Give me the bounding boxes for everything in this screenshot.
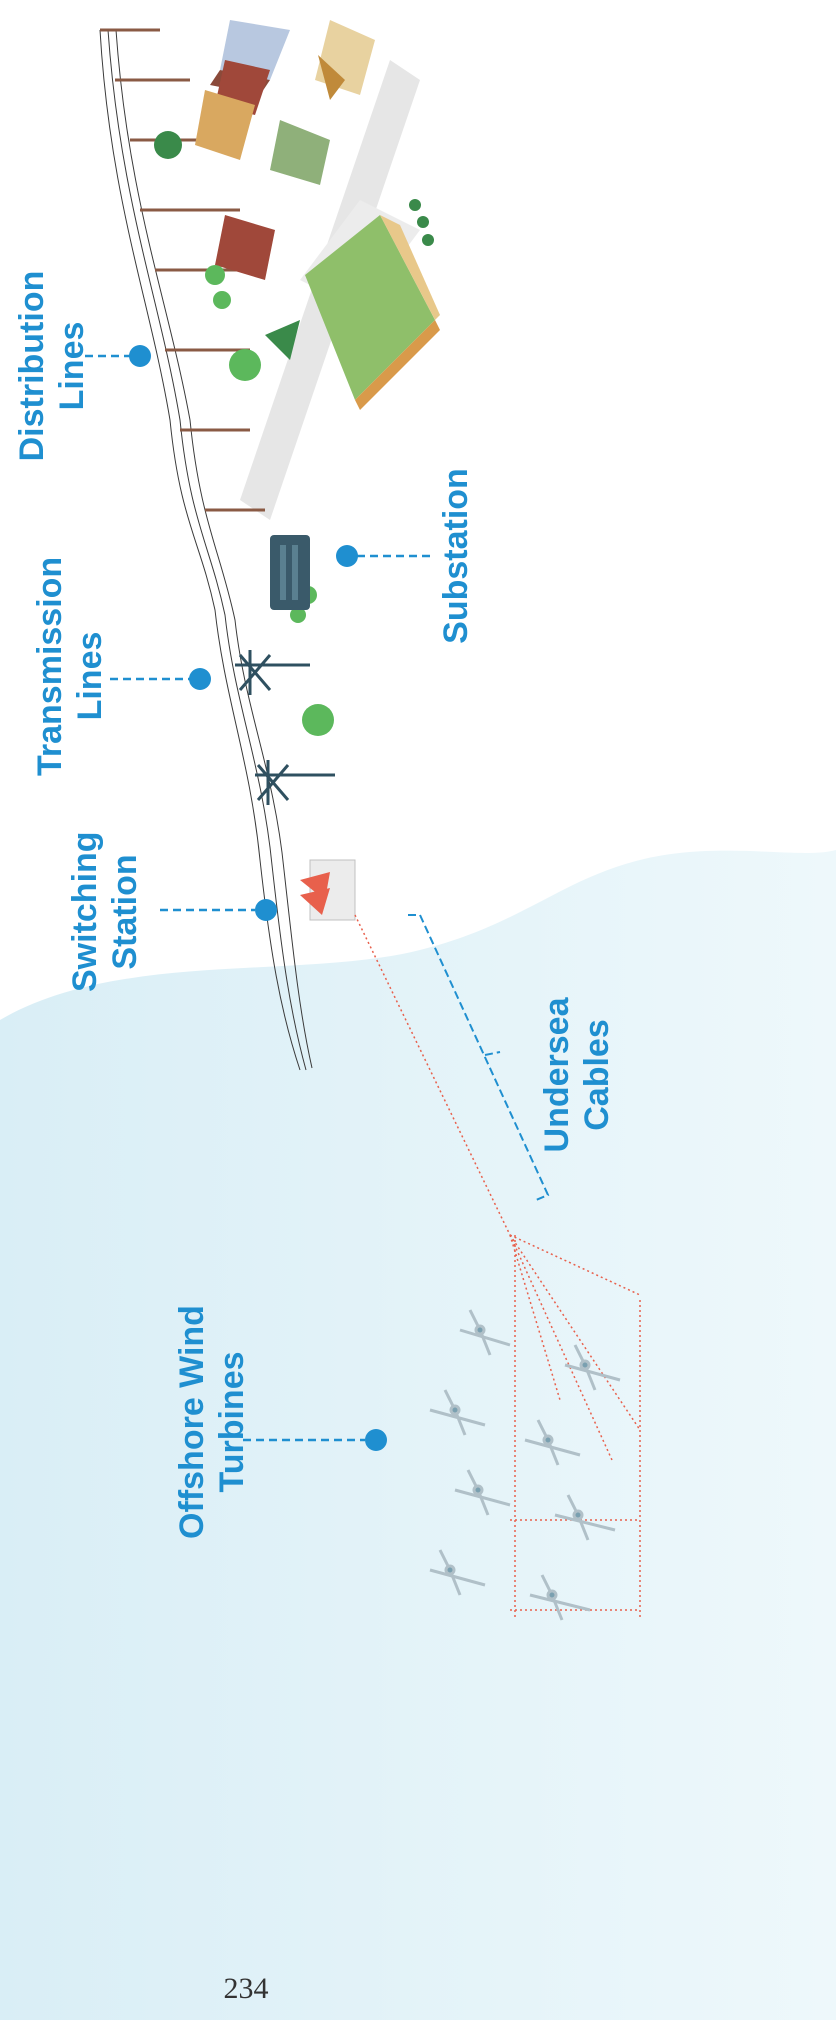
tree-icon <box>229 349 261 381</box>
house-icon <box>195 90 255 160</box>
transmission-towers <box>235 650 335 805</box>
tree-icon <box>265 320 300 360</box>
houses <box>195 20 375 280</box>
factory-icon <box>305 199 440 410</box>
tree-icon <box>154 131 182 159</box>
offshore-marker <box>365 1429 387 1451</box>
switching-marker <box>255 899 277 921</box>
wind-turbine-icon <box>459 1309 511 1356</box>
transmission-tower-icon <box>235 650 310 695</box>
undersea-bracket <box>408 914 550 1201</box>
transmission-marker <box>189 668 211 690</box>
house-icon <box>270 120 330 185</box>
switching-station-icon <box>300 859 356 921</box>
tree-icon <box>290 607 306 623</box>
sea-area <box>0 850 836 2020</box>
transmission-tower-icon <box>255 760 335 805</box>
wind-turbine-icon <box>564 1344 621 1391</box>
label-offshore-wind-turbines: Offshore Wind Turbines <box>173 1305 251 1539</box>
house-icon <box>315 20 375 100</box>
label-substation: Substation <box>437 468 475 644</box>
distribution-marker <box>129 345 151 367</box>
wind-turbine-icon <box>554 1494 616 1541</box>
label-undersea-cables: Undersea Cables <box>538 997 616 1153</box>
wind-turbine-icon <box>524 1419 581 1466</box>
tree-icon <box>302 704 334 736</box>
page-number: 234 <box>223 1972 269 2005</box>
wind-turbine-icon <box>429 1549 486 1596</box>
label-distribution-lines: Distribution Lines <box>13 270 91 462</box>
wind-turbine-icon <box>529 1574 591 1621</box>
label-transmission-lines: Transmission Lines <box>31 556 109 776</box>
house-icon <box>215 215 275 280</box>
substation-marker <box>336 545 358 567</box>
tree-icon <box>205 265 225 285</box>
wind-turbine-icon <box>454 1469 511 1516</box>
substation-icon <box>270 535 310 610</box>
wind-turbines <box>429 1309 621 1621</box>
wind-turbine-icon <box>429 1389 486 1436</box>
tree-icon <box>213 291 231 309</box>
callouts <box>85 345 430 1451</box>
undersea-cables <box>354 914 641 1620</box>
trees <box>154 131 334 736</box>
label-switching-station: Switching Station <box>66 831 144 992</box>
